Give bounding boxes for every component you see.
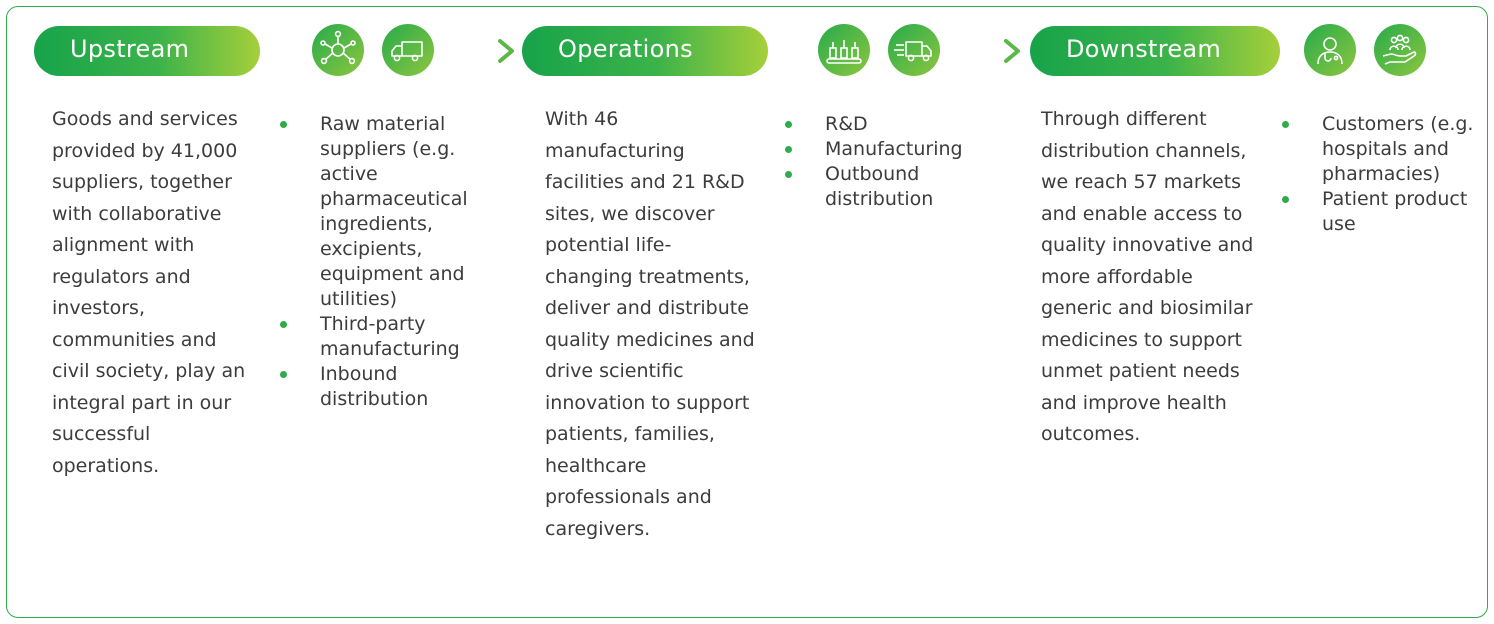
delivery-truck-icon bbox=[382, 24, 434, 76]
fast-delivery-truck-icon bbox=[888, 24, 940, 76]
operations-bullet-list: R&D Manufacturing Outbound distribution bbox=[777, 112, 987, 212]
list-item: Raw material suppliers (e.g. active phar… bbox=[272, 112, 482, 312]
upstream-bullet-list: Raw material suppliers (e.g. active phar… bbox=[272, 112, 482, 412]
value-chain-flow: Upstream Operations Downstream bbox=[0, 0, 1494, 110]
list-item: Patient product use bbox=[1274, 187, 1484, 237]
diagram-frame bbox=[6, 6, 1488, 618]
list-item: Outbound distribution bbox=[777, 162, 987, 212]
upstream-description: Goods and services provided by 41,000 su… bbox=[52, 108, 246, 477]
molecule-icon bbox=[312, 24, 364, 76]
downstream-bullet-list: Customers (e.g. hospitals and pharmacies… bbox=[1274, 112, 1484, 237]
stage-pill-operations: Operations bbox=[522, 26, 768, 76]
operations-description: With 46 manufacturing facilities and 21 … bbox=[545, 108, 755, 540]
stage-pill-downstream: Downstream bbox=[1030, 26, 1280, 76]
people-in-hand-icon bbox=[1374, 24, 1426, 76]
list-item: Third-party manufacturing bbox=[272, 312, 482, 362]
arrow-head bbox=[1004, 39, 1020, 63]
list-item: Manufacturing bbox=[777, 137, 987, 162]
doctor-icon bbox=[1304, 24, 1356, 76]
downstream-description: Through different distribution channels,… bbox=[1041, 108, 1254, 445]
list-item: Inbound distribution bbox=[272, 362, 482, 412]
list-item: R&D bbox=[777, 112, 987, 137]
production-line-icon bbox=[818, 24, 870, 76]
list-item: Customers (e.g. hospitals and pharmacies… bbox=[1274, 112, 1484, 187]
stage-pill-upstream: Upstream bbox=[34, 26, 260, 76]
arrow-head bbox=[498, 39, 514, 63]
